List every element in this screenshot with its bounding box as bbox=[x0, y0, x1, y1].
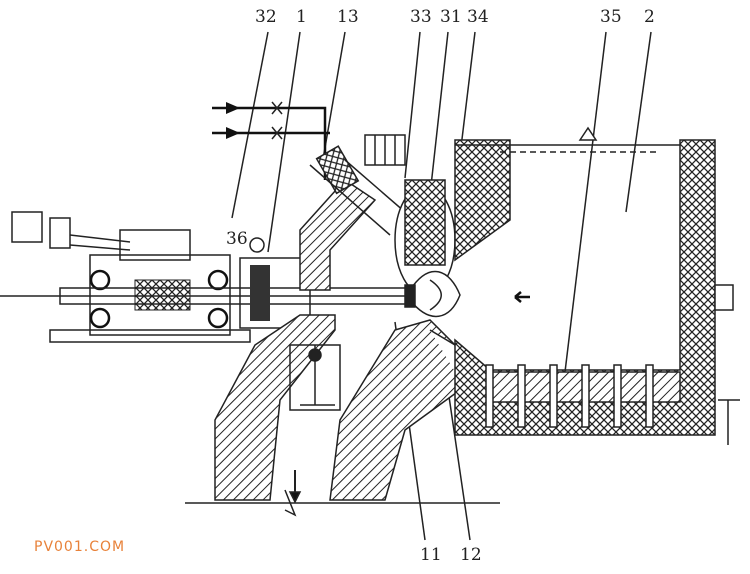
refractory-walls bbox=[214, 145, 471, 501]
label-32: 32 bbox=[255, 7, 277, 27]
label-2: 2 bbox=[644, 7, 655, 27]
label-1: 1 bbox=[296, 7, 307, 27]
label-13: 13 bbox=[337, 7, 359, 27]
melting-furnace bbox=[454, 126, 740, 445]
label-31: 31 bbox=[440, 7, 462, 27]
label-33: 33 bbox=[410, 7, 432, 27]
label-36: 36 bbox=[226, 229, 248, 249]
label-34: 34 bbox=[467, 7, 489, 27]
ground-lines bbox=[185, 470, 500, 517]
watermark: PV001.COM bbox=[34, 539, 126, 555]
label-35: 35 bbox=[600, 7, 622, 27]
label-11: 11 bbox=[420, 545, 442, 565]
drive-machine bbox=[0, 211, 420, 343]
burner-nozzle bbox=[394, 179, 461, 381]
label-12: 12 bbox=[460, 545, 482, 565]
gas-pipes bbox=[212, 101, 406, 180]
